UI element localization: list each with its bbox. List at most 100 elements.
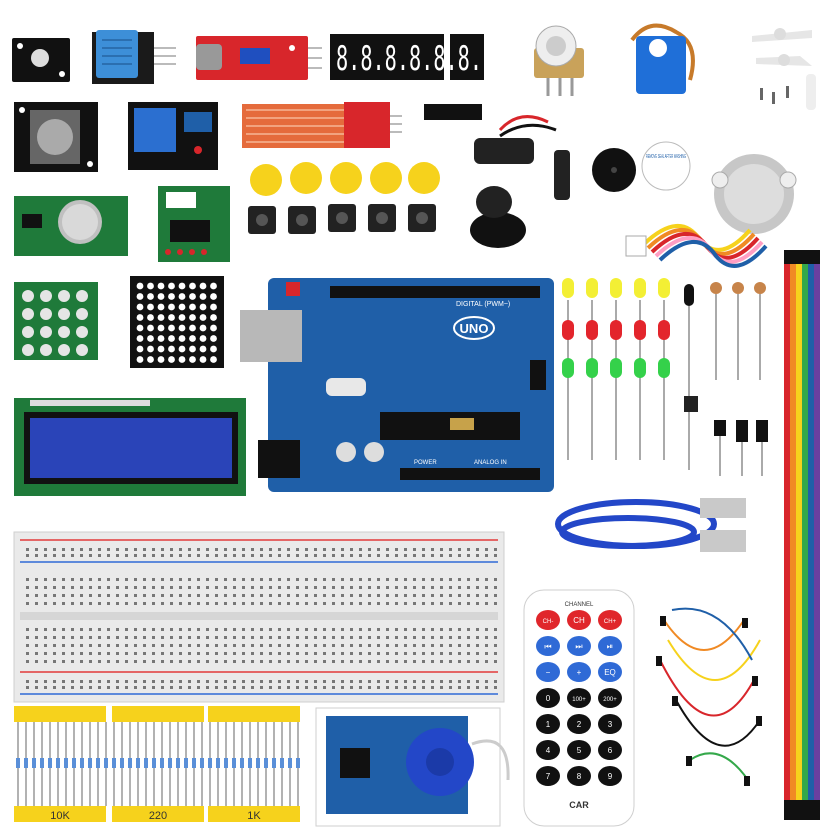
- breadboard-hole: [233, 686, 236, 689]
- breadboard-hole: [494, 686, 497, 689]
- breadboard-hole: [35, 680, 38, 683]
- resistor-body: [248, 758, 252, 768]
- breadboard-hole: [422, 554, 425, 557]
- breadboard-hole: [458, 594, 461, 597]
- breadboard-hole: [215, 594, 218, 597]
- breadboard-hole: [44, 578, 47, 581]
- breadboard-hole: [413, 652, 416, 655]
- breadboard-hole: [35, 548, 38, 551]
- breadboard-hole: [386, 660, 389, 663]
- breadboard-hole: [350, 554, 353, 557]
- resistor-body: [152, 758, 156, 768]
- breadboard-hole: [98, 578, 101, 581]
- breadboard-hole: [80, 594, 83, 597]
- breadboard-hole: [296, 594, 299, 597]
- rtc-module: [14, 196, 128, 256]
- breadboard-hole: [341, 686, 344, 689]
- breadboard-hole: [350, 652, 353, 655]
- breadboard-hole: [395, 594, 398, 597]
- breadboard-hole: [485, 548, 488, 551]
- breadboard-hole: [332, 554, 335, 557]
- matrix-dot: [157, 314, 165, 321]
- resistor-body: [264, 758, 268, 768]
- breadboard-hole: [215, 636, 218, 639]
- breadboard-hole: [458, 602, 461, 605]
- breadboard-hole: [206, 636, 209, 639]
- breadboard-hole: [323, 554, 326, 557]
- breadboard-hole: [485, 628, 488, 631]
- breadboard-hole: [98, 594, 101, 597]
- breadboard-hole: [458, 680, 461, 683]
- breadboard-hole: [62, 578, 65, 581]
- breadboard-hole: [53, 628, 56, 631]
- breadboard-hole: [314, 628, 317, 631]
- breadboard-hole: [323, 652, 326, 655]
- breadboard-hole: [260, 644, 263, 647]
- breadboard-hole: [197, 652, 200, 655]
- potentiometer: [534, 25, 584, 96]
- breadboard-hole: [179, 644, 182, 647]
- breadboard-hole: [494, 636, 497, 639]
- breadboard-hole: [314, 636, 317, 639]
- lcd1602-display: [14, 398, 246, 496]
- resistor-body: [208, 758, 212, 768]
- breadboard-hole: [260, 660, 263, 663]
- breadboard-hole: [395, 602, 398, 605]
- breadboard-hole: [89, 594, 92, 597]
- breadboard-hole: [152, 554, 155, 557]
- breadboard-hole: [143, 660, 146, 663]
- breadboard-hole: [242, 644, 245, 647]
- breadboard-hole: [188, 586, 191, 589]
- breadboard-hole: [215, 652, 218, 655]
- breadboard-hole: [62, 686, 65, 689]
- breadboard-hole: [350, 686, 353, 689]
- remote-button: [567, 714, 591, 734]
- remote-button-label: 6: [608, 746, 613, 755]
- breadboard-hole: [242, 554, 245, 557]
- breadboard-hole: [314, 594, 317, 597]
- led-dot-matrix: [130, 276, 224, 368]
- breadboard-hole: [305, 594, 308, 597]
- breadboard-hole: [62, 636, 65, 639]
- breadboard-hole: [296, 686, 299, 689]
- breadboard-hole: [26, 586, 29, 589]
- servo-motor: [630, 23, 695, 94]
- breadboard-hole: [188, 652, 191, 655]
- remote-button-label: CH: [573, 616, 585, 625]
- breadboard-hole: [71, 686, 74, 689]
- breadboard-hole: [404, 594, 407, 597]
- breadboard-hole: [305, 660, 308, 663]
- breadboard-hole: [476, 548, 479, 551]
- breadboard-hole: [224, 660, 227, 663]
- breadboard-hole: [332, 644, 335, 647]
- breadboard-hole: [287, 644, 290, 647]
- breadboard-hole: [35, 602, 38, 605]
- breadboard-hole: [341, 578, 344, 581]
- breadboard-hole: [170, 578, 173, 581]
- breadboard-hole: [206, 554, 209, 557]
- breadboard-hole: [350, 660, 353, 663]
- breadboard-hole: [341, 628, 344, 631]
- breadboard-hole: [215, 602, 218, 605]
- breadboard-hole: [377, 644, 380, 647]
- breadboard-hole: [395, 686, 398, 689]
- breadboard-hole: [422, 686, 425, 689]
- breadboard-hole: [80, 554, 83, 557]
- matrix-dot: [168, 324, 175, 332]
- matrix-dot: [199, 314, 207, 321]
- resistor-body: [160, 758, 164, 768]
- remote-button: [536, 714, 560, 734]
- breadboard-hole: [125, 686, 128, 689]
- breadboard-hole: [116, 628, 119, 631]
- breadboard-hole: [35, 652, 38, 655]
- breadboard-hole: [98, 686, 101, 689]
- matrix-dot: [157, 335, 165, 342]
- breadboard-hole: [197, 636, 200, 639]
- water-level-sensor: [242, 102, 402, 148]
- breadboard-hole: [431, 594, 434, 597]
- breadboard-hole: [404, 628, 407, 631]
- breadboard-hole: [224, 680, 227, 683]
- breadboard-hole: [53, 686, 56, 689]
- matrix-dot: [147, 356, 154, 363]
- resistor-body: [64, 758, 68, 768]
